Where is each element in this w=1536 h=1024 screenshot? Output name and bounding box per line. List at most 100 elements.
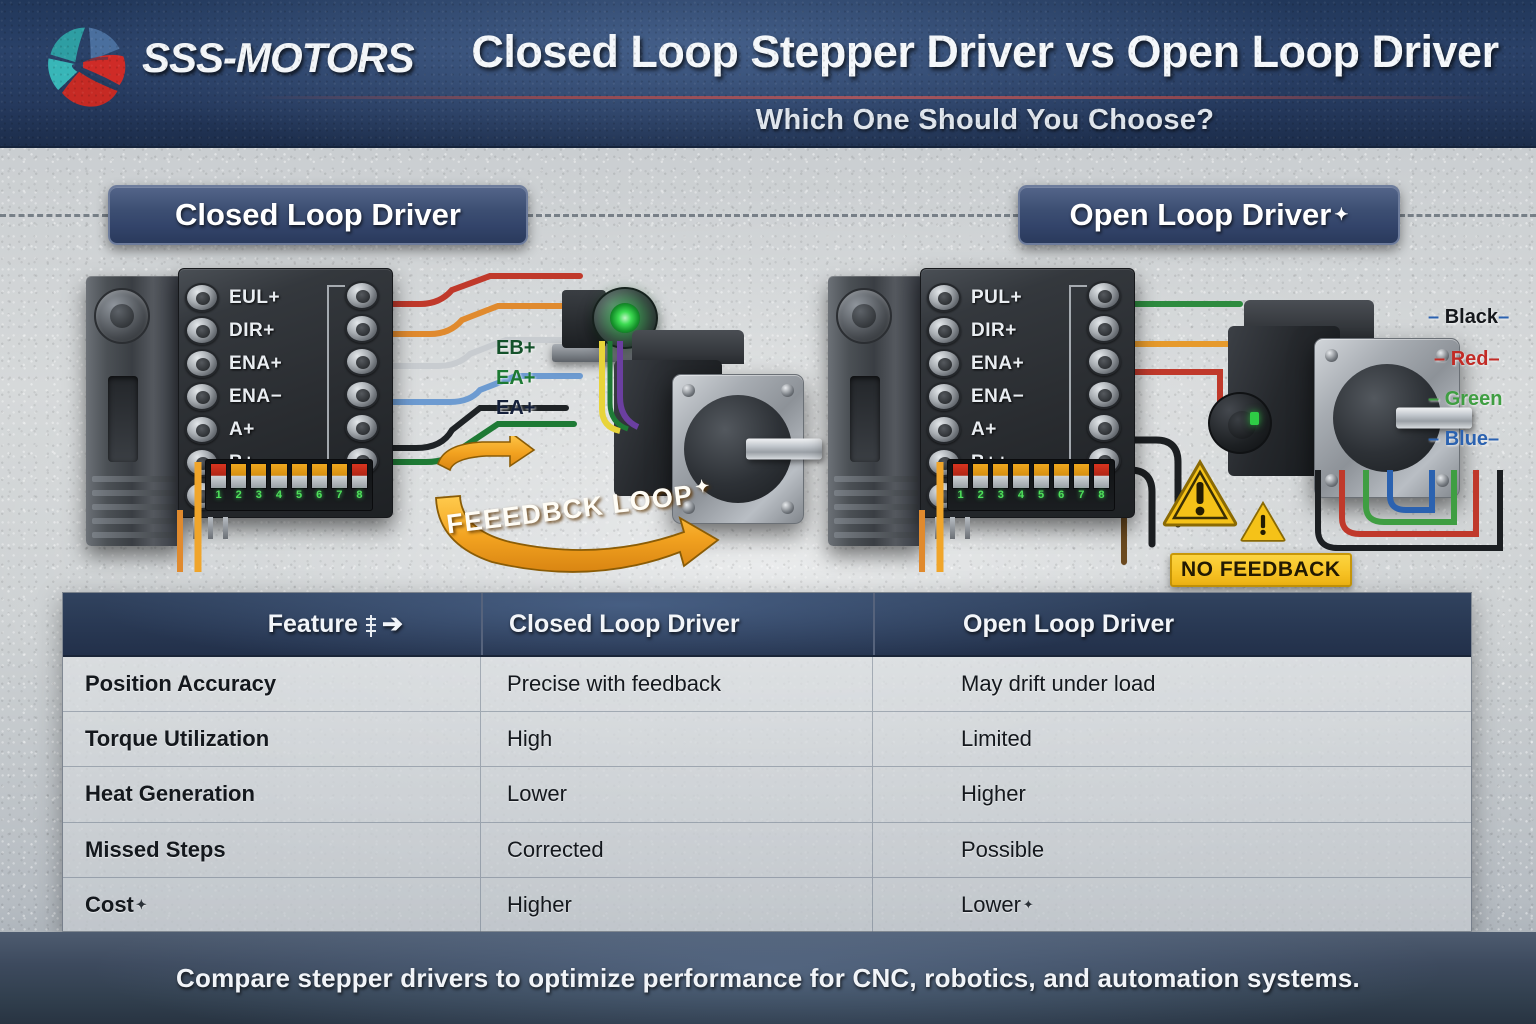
brand-name: SSS-MOTORS (142, 34, 415, 81)
dip-number: 4 (1017, 489, 1024, 501)
right-arrow-icon: ➔ (382, 610, 403, 638)
wire-label-blue: – Blue– (1428, 428, 1500, 450)
open-loop-board-body: PUL+ DIR+ ENA+ ENA− A+ B++ B+ 1 (920, 268, 1135, 539)
open-loop-motor-face (1314, 338, 1472, 498)
terminal-column-right (1087, 281, 1131, 475)
heatsink-left (86, 276, 182, 546)
closed-loop-power-wire (177, 462, 202, 572)
dip-number: 1 (957, 489, 964, 501)
cell-open-loop: Limited (961, 726, 1032, 752)
motor-status-led-icon (1250, 412, 1259, 425)
motor-connector-boss (1208, 392, 1272, 454)
cell-feature: Cost✦ (63, 877, 481, 933)
dip-number: 2 (235, 489, 242, 501)
divider-dash-right (1399, 214, 1536, 217)
pin-label: ENA− (971, 386, 1025, 407)
divider-dash-middle (527, 214, 1019, 217)
terminal-column-left (185, 283, 229, 510)
header-bar: SSS-MOTORS Closed Loop Stepper Driver vs… (0, 0, 1536, 148)
pin-label: A+ (971, 419, 997, 440)
terminal-column-right (345, 281, 389, 475)
table-header-row: Feature ➔ Closed Loop Driver Open Loop D… (63, 593, 1471, 657)
dip-switch-bank-open[interactable]: 1 2 3 4 5 6 7 8 (947, 459, 1115, 511)
pin-label: A+ (229, 419, 255, 440)
no-feedback-badge: NO FEEDBACK (1170, 553, 1352, 587)
table-row: Torque Utilization High Limited (63, 712, 1471, 768)
warning-triangle-icon-small (1240, 500, 1286, 548)
sparkle-icon: ✦ (1022, 897, 1034, 913)
closed-loop-motor-face (672, 374, 822, 524)
divider-dash-left (0, 214, 108, 217)
cell-closed-loop: Corrected (481, 822, 873, 877)
dip-number: 8 (356, 489, 363, 501)
dip-number: 7 (336, 489, 343, 501)
motor-shaft (1395, 407, 1472, 429)
footer-bar: Compare stepper drivers to optimize perf… (0, 932, 1536, 1024)
dip-switch-numbers: 1 2 3 4 5 6 7 8 (210, 489, 368, 507)
sparkle-icon: ✦ (135, 897, 147, 913)
section-badge-open-loop-label: Open Loop Driver (1069, 197, 1332, 232)
cell-open-loop: Lower✦ (961, 892, 1034, 918)
section-badge-closed-loop-label: Closed Loop Driver (175, 197, 461, 232)
dip-number: 3 (997, 489, 1004, 501)
encoder-label-eb-plus: EB+ (496, 337, 536, 359)
heatsink-knob-icon (836, 288, 892, 344)
open-loop-motor-leads (1315, 470, 1503, 551)
table-row: Cost✦ Higher Lower✦ (63, 877, 1471, 933)
wire-label-black: – Black– (1428, 306, 1510, 328)
open-loop-power-wire (919, 462, 944, 572)
page-title: Closed Loop Stepper Driver vs Open Loop … (471, 26, 1499, 77)
table-header-feature: Feature ➔ (63, 593, 481, 655)
pin-label: ENA+ (971, 353, 1025, 374)
pin-label: ENA+ (229, 353, 283, 374)
heatsink-right (828, 276, 924, 546)
sss-motors-swirl-logo-icon (36, 20, 134, 112)
motor-lead-wires (599, 341, 640, 434)
warning-triangle-icon-large (1162, 458, 1238, 533)
pin-label: PUL+ (971, 287, 1023, 308)
dip-number: 8 (1098, 489, 1105, 501)
dip-number: 4 (275, 489, 282, 501)
dip-number: 1 (215, 489, 222, 501)
closed-loop-board-body: EUL+ DIR+ ENA+ ENA− A+ B+− B+− 1 (178, 268, 393, 539)
ladder-icon (366, 615, 377, 637)
heatsink-slot (850, 376, 880, 462)
wire-label-red: – Red– (1434, 348, 1500, 370)
table-row: Missed Steps Corrected Possible (63, 822, 1471, 878)
wire-label-green: – Green (1428, 388, 1503, 410)
dip-number: 2 (977, 489, 984, 501)
header-divider (250, 96, 1490, 99)
pin-label: ENA− (229, 386, 283, 407)
encoder-cylinder (592, 287, 658, 349)
pin-label: EUL+ (229, 287, 281, 308)
section-badge-closed-loop: Closed Loop Driver (108, 185, 528, 245)
cell-open-loop: Higher (961, 781, 1026, 807)
encoder-status-led-icon (610, 303, 640, 333)
dip-number: 6 (316, 489, 323, 501)
cell-closed-loop: Lower (481, 767, 873, 822)
sparkle-icon: ✦ (693, 476, 712, 497)
feedback-loop-arrow (432, 430, 732, 576)
cell-feature: Torque Utilization (63, 712, 481, 767)
dip-switch-bank-closed[interactable]: 1 2 3 4 5 6 7 8 (205, 459, 373, 511)
encoder-label-ea-plus-2: EA+ (496, 397, 536, 419)
heatsink-knob-icon (94, 288, 150, 344)
motor-shaft (745, 438, 822, 460)
cell-feature: Missed Steps (63, 822, 481, 877)
dip-number: 6 (1058, 489, 1065, 501)
table-row: Position Accuracy Precise with feedback … (63, 657, 1471, 713)
table-header-closed-loop: Closed Loop Driver (481, 593, 873, 655)
footer-text: Compare stepper drivers to optimize perf… (176, 962, 1360, 993)
cell-closed-loop: Precise with feedback (481, 657, 873, 712)
dip-number: 5 (1038, 489, 1045, 501)
dip-switch-numbers: 1 2 3 4 5 6 7 8 (952, 489, 1110, 507)
dip-number: 5 (296, 489, 303, 501)
cell-closed-loop: Higher (481, 877, 873, 933)
table-row: Heat Generation Lower Higher (63, 767, 1471, 823)
dip-number: 7 (1078, 489, 1085, 501)
cell-open-loop: Possible (961, 836, 1045, 862)
pin-label: DIR+ (229, 320, 275, 341)
pin-label: DIR+ (971, 320, 1017, 341)
section-badge-open-loop: Open Loop Driver✦ (1018, 185, 1400, 245)
